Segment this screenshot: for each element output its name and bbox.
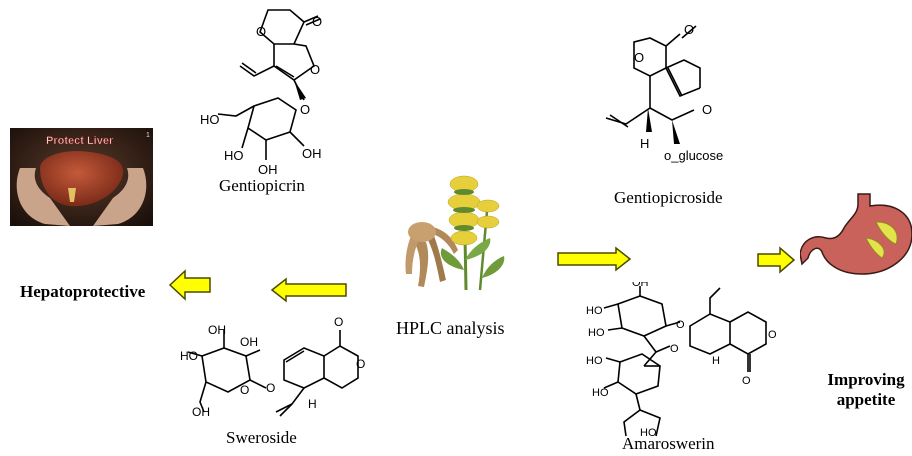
arrow-plant-to-left (270, 277, 347, 303)
gentiopicrin-label: Gentiopicrin (219, 176, 305, 195)
gentiopicroside-label: Gentiopicroside (614, 188, 723, 207)
arrow-to-hepatoprotective (168, 269, 211, 301)
atom-label: OH (208, 323, 226, 337)
atom-label: HO (592, 387, 609, 399)
atom-label: O (240, 383, 249, 397)
atom-label: HO (586, 305, 603, 317)
atom-label: HO (586, 355, 603, 367)
atom-label: OH (192, 405, 210, 419)
atom-label: OH (240, 335, 258, 349)
atom-label: O (334, 315, 343, 329)
atom-label: O (300, 102, 310, 117)
atom-label: OH (258, 162, 278, 177)
improving-appetite-line1: Improving (827, 370, 905, 389)
svg-text:1: 1 (146, 132, 150, 139)
gentiopicroside-substituent: o_glucose (664, 148, 723, 163)
hplc-analysis-label: HPLC analysis (396, 318, 505, 338)
atom-label: O (742, 375, 751, 387)
sweroside-label: Sweroside (226, 428, 297, 447)
atom-label: O (702, 102, 712, 117)
atom-label: O (310, 62, 320, 77)
protect-liver-text: Protect Liver (46, 135, 114, 147)
amaroswerin-structure: HO HO OH O HO HO O O O H HO (586, 282, 777, 438)
atom-label: HO (200, 112, 220, 127)
atom-label: OH (302, 146, 322, 161)
atom-label: O (266, 381, 275, 395)
atom-label: HO (224, 148, 244, 163)
gentian-plant-image (405, 175, 505, 291)
improving-appetite-line2: appetite (836, 390, 896, 409)
gentiopicrin-structure: O O O O HO HO OH OH (200, 9, 322, 177)
atom-label: O (634, 50, 644, 65)
atom-label: H (640, 136, 649, 151)
atom-label: H (308, 397, 317, 411)
gentiopicroside-structure: O O O H o_glucose (605, 22, 723, 163)
atom-label: O (312, 14, 322, 29)
atom-label: O (670, 343, 679, 355)
arrow-plant-to-right (557, 246, 632, 272)
sweroside-structure: OH OH HO HO O O O O OH H (180, 315, 365, 419)
improving-appetite-label: Improving appetite (820, 370, 912, 410)
hepatoprotective-label: Hepatoprotective (20, 282, 146, 301)
atom-label: O (356, 357, 365, 371)
atom-label: HO (588, 327, 605, 339)
atom-label: O (256, 24, 266, 39)
atom-label: HO (180, 349, 198, 363)
atom-label: HO (640, 427, 657, 438)
atom-label: O (676, 319, 685, 331)
atom-label: OH (632, 282, 649, 289)
arrow-to-stomach (757, 246, 796, 274)
protect-liver-image: Protect Liver 1 (10, 128, 153, 226)
atom-label: O (684, 22, 694, 37)
amaroswerin-label: Amaroswerin (622, 434, 715, 453)
atom-label: O (768, 329, 777, 341)
atom-label: H (712, 355, 720, 367)
stomach-image (800, 193, 912, 275)
